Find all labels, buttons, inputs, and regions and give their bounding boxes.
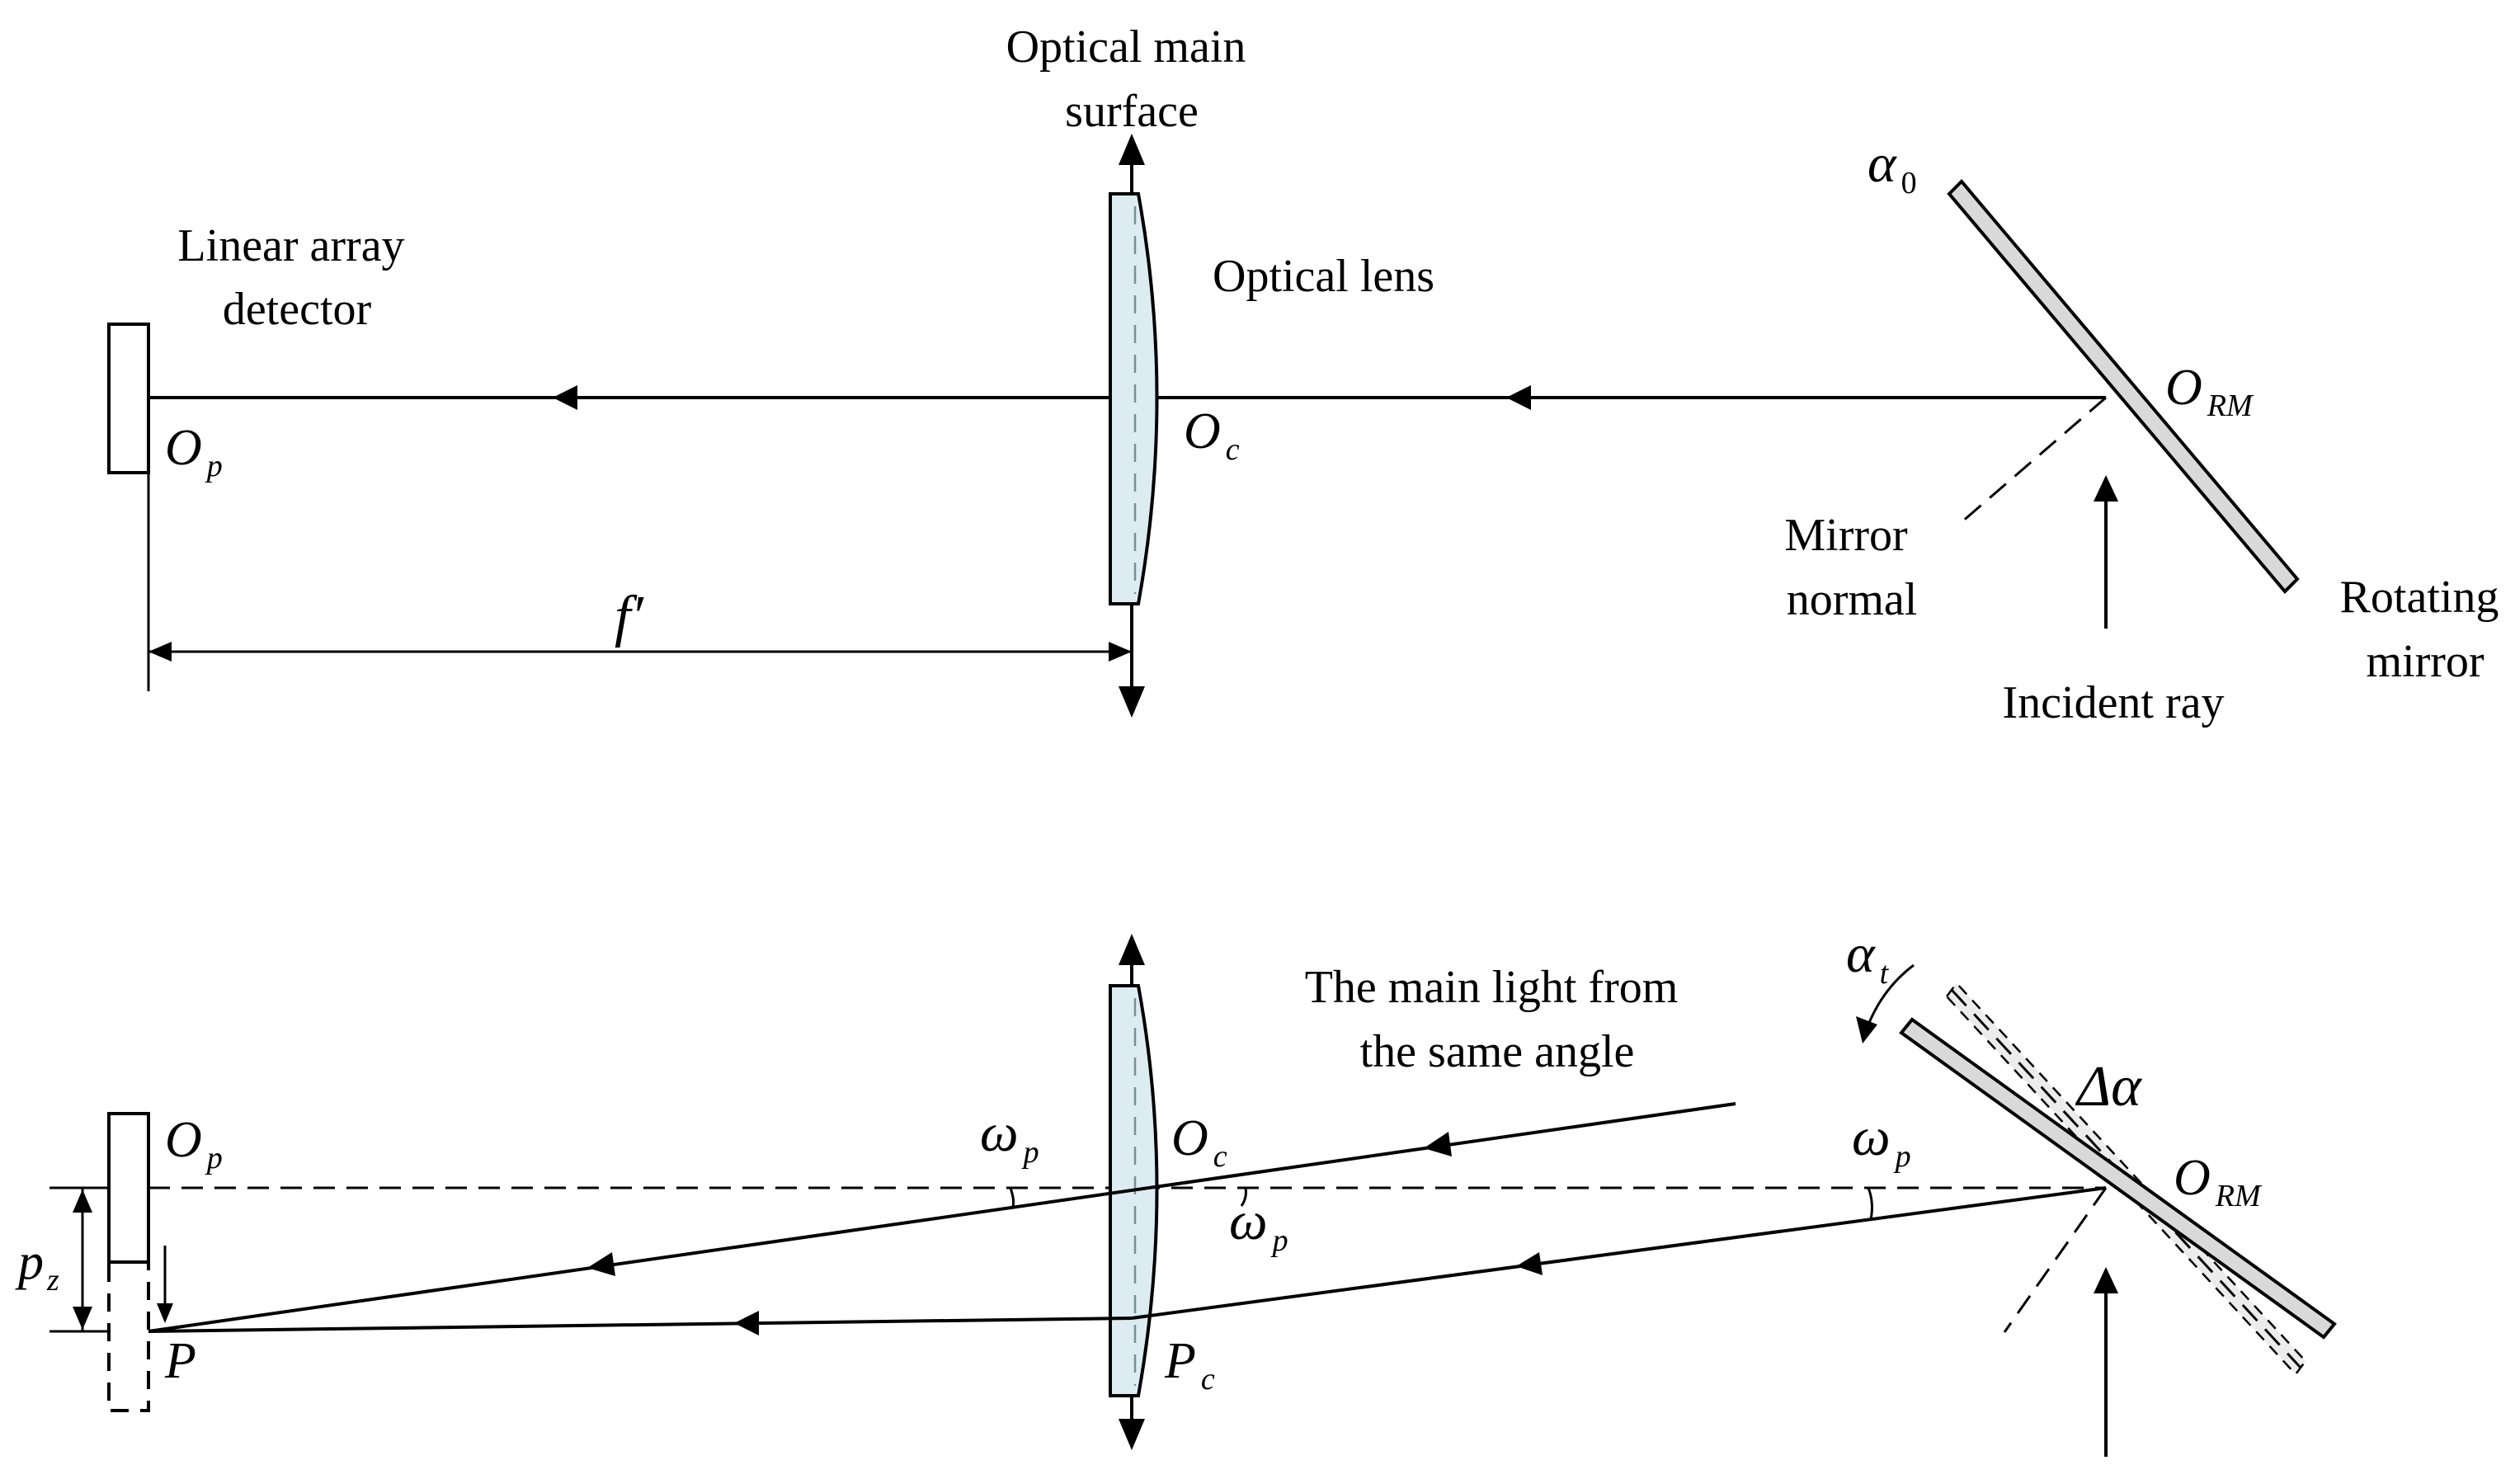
incident-ray-arrow	[2094, 475, 2118, 502]
ray-arrow-left	[553, 385, 577, 410]
omega-mid-label: ω p	[1229, 1191, 1288, 1258]
orm-label-bottom: O RM	[2174, 1150, 2263, 1213]
chief-ray	[148, 1102, 1736, 1333]
op-label-bottom: O p	[165, 1112, 223, 1175]
ray-arrow-right	[1506, 385, 1531, 410]
omega-right-label: ω p	[1852, 1107, 1911, 1174]
rotation-arc-arrow	[1856, 1016, 1877, 1043]
alpha0-label: α 0	[1868, 134, 1917, 200]
optical-lens-label: Optical lens	[1213, 251, 1434, 302]
omega-arc-mid	[1240, 1187, 1247, 1207]
chief-ray-arrow-left	[587, 1252, 615, 1276]
main-light-label: The main light from the same angle	[1305, 962, 1690, 1077]
pz-arrow-down	[73, 1307, 92, 1330]
main-surface-arrow-down	[1119, 686, 1145, 718]
linear-array-detector	[107, 323, 150, 474]
linear-array-detector-label: Linear array detector	[177, 220, 416, 335]
focal-arrow-right	[1109, 642, 1132, 662]
rotating-mirror	[1947, 179, 2300, 594]
mirror-normal-label: Mirror normal	[1784, 510, 1919, 625]
rotating-mirror-bottom	[1899, 1017, 2337, 1340]
main-surface-arrow-up	[1119, 134, 1145, 165]
main-surface-arrow-down-bottom	[1119, 1419, 1145, 1450]
pz-arrow-up	[73, 1189, 92, 1213]
detector-bottom	[107, 1112, 150, 1264]
pz-label: p z	[15, 1234, 59, 1298]
alpha-t-label: α t	[1846, 924, 1890, 991]
main-surface-arrow-up-bottom	[1119, 934, 1145, 965]
detector-shifted-ghost	[107, 1260, 150, 1412]
p-label: P	[164, 1333, 196, 1389]
optical-lens	[1109, 192, 1159, 605]
omega-left-label: ω p	[980, 1103, 1039, 1170]
orm-label-top: O RM	[2165, 360, 2254, 423]
ray-pc-to-p	[148, 1317, 1133, 1333]
pc-label: P c	[1164, 1333, 1215, 1397]
omega-arc-right	[1867, 1187, 1873, 1220]
mirror-normal-line	[1961, 396, 2107, 524]
omega-arc-left	[1009, 1187, 1015, 1207]
oc-label-bottom: O c	[1171, 1110, 1227, 1174]
focal-arrow-left	[148, 642, 172, 662]
incident-ray-label: Incident ray	[2003, 677, 2225, 728]
reflected-ray-arrow	[1516, 1252, 1543, 1275]
mirror-original-axis	[1950, 988, 2302, 1369]
focal-length-label: f′	[615, 585, 644, 648]
incident-ray-arrow-bottom	[2094, 1267, 2118, 1293]
mirror-normal-line-bottom	[2003, 1187, 2108, 1333]
bottom-panel: The main light from the same angle α t Δ…	[15, 924, 2337, 1457]
reflected-ray-to-pc	[1131, 1186, 2107, 1320]
op-label-top: O p	[165, 420, 223, 483]
detector-shift-arrow	[157, 1303, 173, 1323]
ray-pc-to-p-arrow	[734, 1311, 759, 1335]
top-panel: Optical main surface Linear array detect…	[107, 21, 2511, 728]
delta-alpha-label: Δα	[2075, 1055, 2142, 1119]
rotating-mirror-label: Rotating mirror	[2340, 572, 2511, 687]
optical-main-surface-label: Optical main surface	[1006, 21, 1258, 137]
chief-ray-arrow-right	[1424, 1132, 1452, 1156]
oc-label-top: O c	[1184, 403, 1240, 467]
